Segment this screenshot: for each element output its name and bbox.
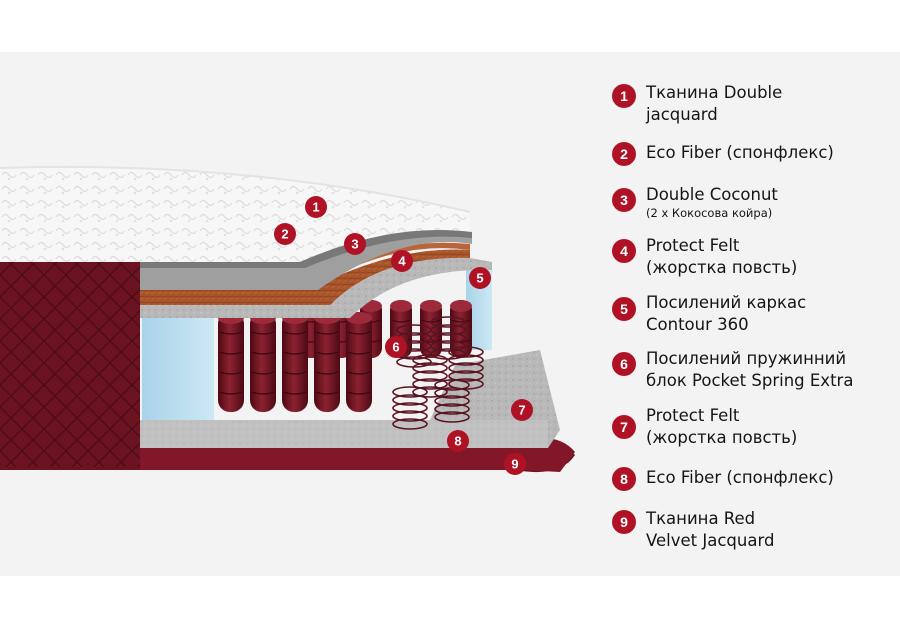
legend-badge-8: 8	[612, 467, 636, 491]
callout-badge-9: 9	[504, 453, 526, 475]
callout-badge-2: 2	[274, 223, 296, 245]
legend-label-7-line1: Protect Felt	[646, 406, 740, 425]
callout-badge-8: 8	[447, 430, 469, 452]
legend-badge-7: 7	[612, 415, 636, 439]
pocket-spring-10	[314, 312, 340, 412]
legend-label-1-line2: jacquard	[646, 105, 718, 124]
pocket-spring-6	[450, 300, 472, 358]
coil-spring-5	[392, 386, 428, 430]
callout-badge-7: 7	[511, 399, 533, 421]
coil-spring-6	[434, 379, 470, 423]
legend-badge-9: 9	[612, 510, 636, 534]
pocket-spring-9	[282, 312, 308, 412]
legend-label-1-line1: Тканина Double	[646, 83, 783, 102]
legend-badge-1: 1	[612, 84, 636, 108]
coil-spring-2	[430, 316, 466, 360]
callout-number-5: 5	[476, 271, 483, 286]
coil-spring-4	[448, 346, 484, 390]
legend-badge-4: 4	[612, 239, 636, 263]
pocket-spring-11	[346, 312, 372, 412]
legend-label-3-note: (2 х Кокосова койра)	[646, 206, 773, 220]
layer-callouts: 1 2 3 4 5 6 7 8 9	[274, 196, 533, 475]
callout-number-1: 1	[312, 200, 319, 215]
legend-label-9-line1: Тканина Red	[646, 509, 756, 528]
callout-number-7: 7	[518, 403, 525, 418]
pocket-spring-7	[218, 312, 244, 412]
legend-label-4-line2: (жорстка повсть)	[646, 258, 798, 277]
callout-badge-6: 6	[385, 336, 407, 358]
legend-label-5-line2: Contour 360	[646, 315, 749, 334]
callout-number-8: 8	[454, 434, 461, 449]
pocket-spring-8	[250, 312, 276, 412]
callout-number-3: 3	[351, 237, 358, 252]
legend-badge-3: 3	[612, 188, 636, 212]
callout-number-4: 4	[398, 254, 406, 269]
legend-label-9-line2: Velvet Jacquard	[646, 531, 775, 550]
legend-label-4-line1: Protect Felt	[646, 236, 740, 255]
callout-badge-3: 3	[344, 233, 366, 255]
legend-badge-6: 6	[612, 352, 636, 376]
legend-label-2-line1: Eco Fiber (спонфлекс)	[646, 143, 834, 162]
callout-badge-5: 5	[469, 267, 491, 289]
legend-label-6-line1: Посилений пружинний	[646, 349, 847, 368]
callout-number-2: 2	[281, 227, 288, 242]
callout-badge-1: 1	[305, 196, 327, 218]
callout-badge-4: 4	[391, 250, 413, 272]
coil-spring-3	[412, 354, 448, 398]
legend-label-6-line2: блок Pocket Spring Extra	[646, 371, 854, 390]
legend-badge-5: 5	[612, 297, 636, 321]
legend-label-5-line1: Посилений каркас	[646, 293, 807, 312]
legend-label-8-line1: Eco Fiber (спонфлекс)	[646, 468, 834, 487]
legend-label-7-line2: (жорстка повсть)	[646, 428, 798, 447]
legend-label-3-line1: Double Coconut	[646, 185, 778, 204]
callout-number-9: 9	[511, 457, 518, 472]
legend-badge-2: 2	[612, 142, 636, 166]
callout-number-6: 6	[392, 340, 399, 355]
